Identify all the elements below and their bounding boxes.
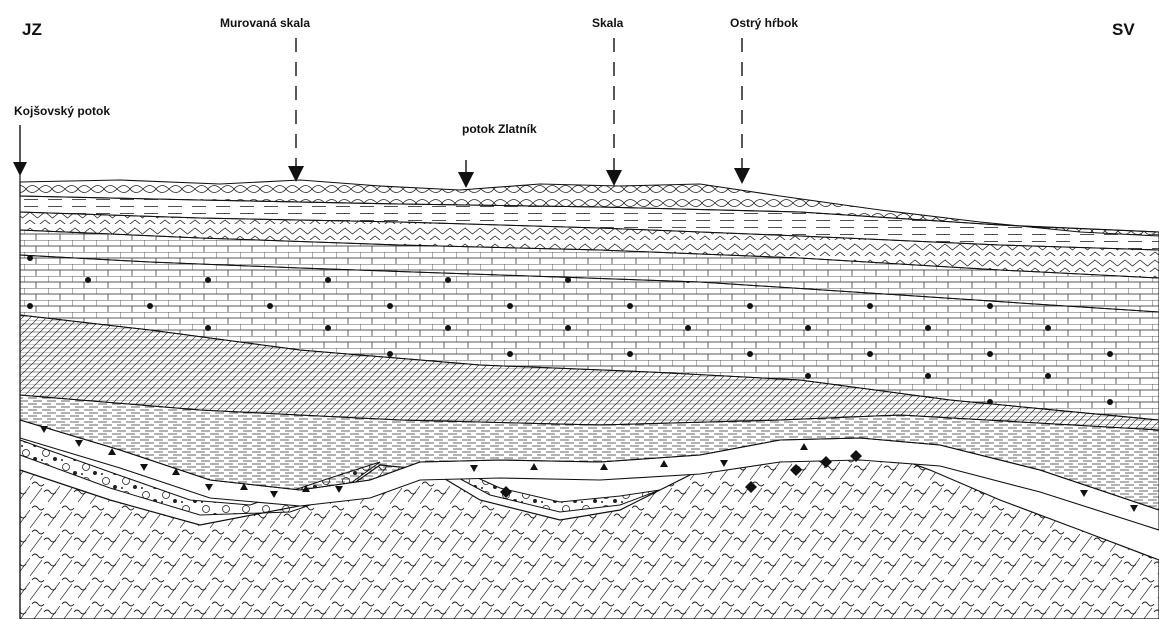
kojsovsky-potok-arrow <box>13 125 27 176</box>
ostry-hrbok-arrow <box>734 38 750 184</box>
locality-label-kojsovsky-potok: Kojšovský potok <box>14 104 110 118</box>
murovana-skala-arrow <box>288 38 304 182</box>
orientation-right-label: SV <box>1112 20 1135 40</box>
locality-label-skala: Skala <box>592 16 623 30</box>
locality-label-potok-zlatnik: potok Zlatník <box>462 122 537 136</box>
orientation-left-label: JZ <box>22 20 42 40</box>
locality-pointers <box>13 38 750 188</box>
locality-label-murovana-skala: Murovaná skala <box>220 16 310 30</box>
locality-label-ostry-hrbok: Ostrý hŕbok <box>730 16 798 30</box>
potok-zlatnik-arrow <box>458 160 474 188</box>
skala-arrow <box>606 38 622 186</box>
